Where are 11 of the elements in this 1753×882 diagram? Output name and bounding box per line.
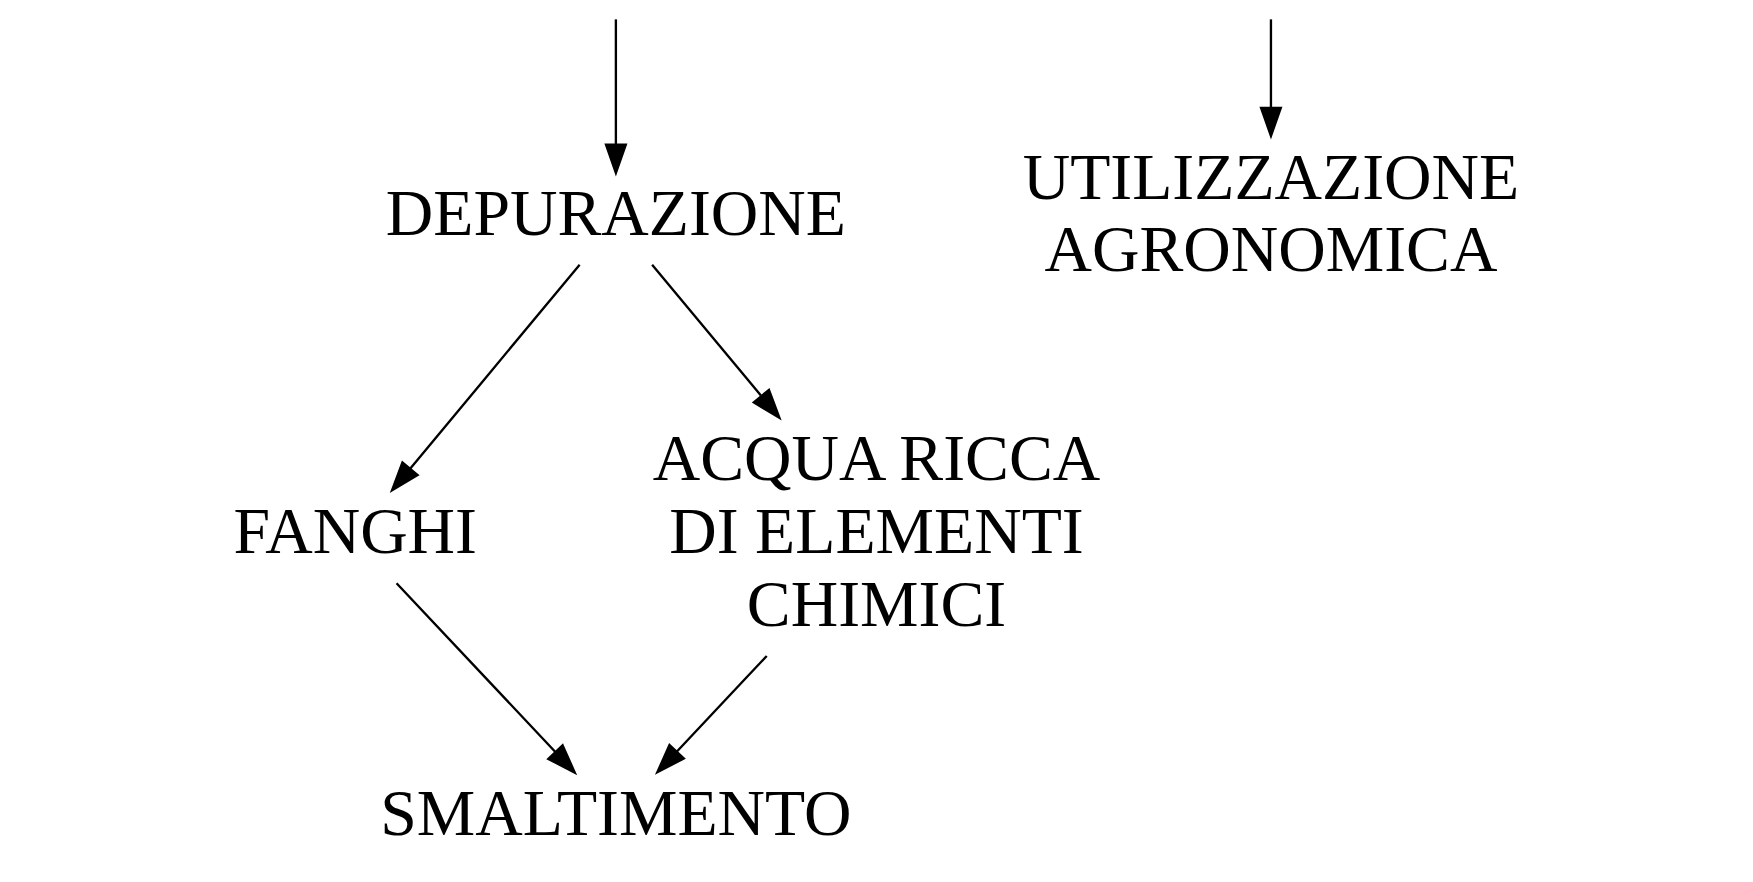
node-text: DEPURAZIONE — [385, 176, 846, 249]
arrow — [651, 263, 782, 421]
arrow — [395, 582, 578, 776]
arrow — [389, 263, 581, 494]
node-text: UTILIZZAZIONE AGRONOMICA — [1022, 139, 1520, 286]
arrow — [1259, 19, 1283, 140]
arrow — [604, 19, 628, 177]
arrow — [654, 655, 768, 775]
node-text: ACQUA RICCA DI ELEMENTI CHIMICI — [652, 421, 1101, 640]
node-text: FANGHI — [233, 494, 477, 568]
node-text: SMALTIMENTO — [380, 775, 852, 849]
